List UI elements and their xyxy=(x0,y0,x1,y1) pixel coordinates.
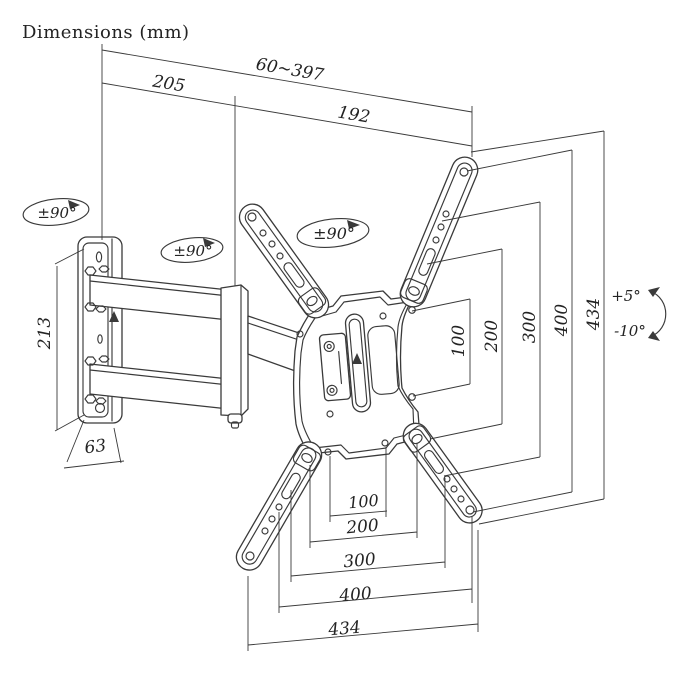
dim-right-group: 100 200 300 400 434 xyxy=(411,130,605,525)
tilt-arrow-icon: +5° -10° xyxy=(611,287,667,341)
plate-swivel-label: ±90° xyxy=(313,224,355,243)
arm-swivel-label: ±90° xyxy=(173,242,212,260)
vesa-bracket xyxy=(235,156,483,571)
dim-label-h200: 200 xyxy=(345,516,380,539)
arm-slot xyxy=(423,450,445,474)
arm-swivel-rotation-icon: ±90° xyxy=(160,237,224,263)
dim-left-group: 213 63 xyxy=(35,248,125,469)
arm-tip-hole xyxy=(245,551,255,561)
rotation-symbols: ±90° ±90° ±90° +5° -10° xyxy=(22,198,667,341)
arm-pad xyxy=(297,287,327,315)
center-rail-slot xyxy=(344,313,372,413)
bracket-arm-top-right xyxy=(399,156,479,308)
vesa-plate-center-details xyxy=(296,306,416,456)
arm-pad xyxy=(400,278,428,304)
dim-label-h100: 100 xyxy=(347,491,379,513)
dim-label-h400: 400 xyxy=(338,584,373,607)
arm-slot xyxy=(281,472,301,500)
tilt-up-label: +5° xyxy=(611,287,641,305)
arm-slot xyxy=(418,248,436,276)
bracket-arm-top-left xyxy=(238,203,330,319)
wall-plate-small-hole xyxy=(97,334,103,344)
plate-swivel-rotation-icon: ±90° xyxy=(296,218,370,248)
arm-pad xyxy=(292,444,322,472)
arm-pad xyxy=(402,425,432,453)
arm-tip-hole xyxy=(459,167,469,177)
up-arrow-icon xyxy=(352,353,362,364)
wall-swivel-label: ±90° xyxy=(37,204,76,222)
dim-label-v200: 200 xyxy=(482,320,502,354)
page-title: Dimensions (mm) xyxy=(22,22,190,43)
up-arrow-icon xyxy=(109,311,119,322)
tilt-down-label: -10° xyxy=(614,322,646,340)
elbow-joint xyxy=(220,284,249,429)
wall-plate-top-hole xyxy=(95,251,103,263)
dim-line-extension-range xyxy=(101,49,473,113)
arm-slot xyxy=(283,262,305,288)
wall-plate-bolts xyxy=(84,265,110,405)
dim-label-plate-depth: 63 xyxy=(83,436,107,458)
elbow-pivot-bolt xyxy=(227,413,243,424)
dim-label-plate-height: 213 xyxy=(35,317,55,350)
dim-line-plate-depth xyxy=(63,460,125,469)
vesa-plate-holes xyxy=(296,306,416,456)
dim-label-h434: 434 xyxy=(327,618,362,641)
dim-label-v100: 100 xyxy=(449,325,469,358)
dim-label-h300: 300 xyxy=(343,550,377,573)
arm-tip-hole xyxy=(247,212,257,222)
wall-plate-assembly xyxy=(77,236,327,429)
arm-tip-hole xyxy=(465,505,475,515)
dim-line-arm-sections xyxy=(101,82,473,147)
dim-label-v434: 434 xyxy=(584,298,604,331)
right-cutout xyxy=(367,325,400,395)
bracket-arm-bottom-right xyxy=(402,422,483,524)
arm-channel-bracket xyxy=(318,332,352,402)
dim-bottom-group: 100 200 300 400 434 xyxy=(247,444,479,651)
dim-label-v400: 400 xyxy=(552,304,572,338)
wall-swivel-rotation-icon: ±90° xyxy=(22,198,90,226)
dim-label-v300: 300 xyxy=(520,311,540,344)
bracket-arm-bottom-left xyxy=(235,441,323,571)
wall-plate-inner-outline xyxy=(82,242,109,418)
